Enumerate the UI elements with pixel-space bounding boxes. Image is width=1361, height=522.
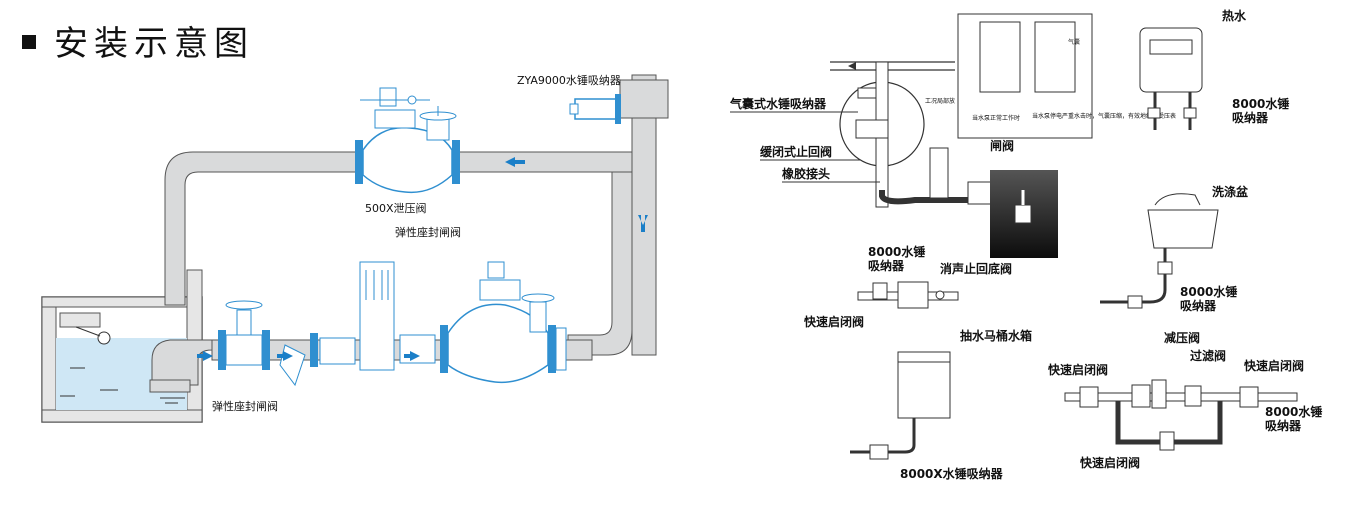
flow-arrows <box>197 157 648 361</box>
label-quick-4: 快速启闭阀 <box>1080 455 1140 470</box>
foot-valve-line <box>857 281 959 309</box>
label-8000-b2: 吸纳器 <box>1232 110 1269 125</box>
label-silent-foot: 消声止回底阀 <box>940 261 1012 276</box>
arrow-right-icon <box>197 351 213 361</box>
label-gate: 闸阀 <box>990 138 1014 153</box>
label-8000-d: 8000水锤 <box>1265 404 1322 419</box>
label-8000-a2: 吸纳器 <box>868 258 905 273</box>
water-heater <box>1139 27 1203 130</box>
label-slow-check: 缓闭式止回阀 <box>760 144 832 159</box>
label-rubber-joint: 橡胶接头 <box>782 166 830 181</box>
label-quick-1: 快速启闭阀 <box>804 314 864 329</box>
relief-valve-500x <box>355 87 460 194</box>
right-system: 当水泵正常工作时 当水泵停电严重水击时，气囊压缩，有效地缓冲受压表 气囊 工况局… <box>729 8 1322 481</box>
label-bladder: 气囊式水锤吸纳器 <box>729 96 827 111</box>
left-system: ZYA9000水锤吸纳器 500X泄压阀 弹性座封闸阀 弹性座封闸阀 <box>41 73 669 423</box>
arrow-right-icon-3 <box>404 351 420 361</box>
label-zya9000: ZYA9000水锤吸纳器 <box>517 73 621 87</box>
inset-note-2: 当水泵停电严重水击时，气囊压缩，有效地缓冲受压表 <box>1032 112 1176 120</box>
bottom-valves <box>218 261 567 387</box>
label-pressure-reducing: 减压阀 <box>1164 330 1200 345</box>
label-8000-a: 8000水锤 <box>868 244 925 259</box>
label-toilet-tank: 抽水马桶水箱 <box>960 328 1032 343</box>
label-500x: 500X泄压阀 <box>365 201 427 215</box>
pressure-line <box>1064 379 1298 451</box>
inset-note-1: 当水泵正常工作时 <box>972 114 1020 122</box>
title-bullet <box>22 34 36 49</box>
label-8000x: 8000X水锤吸纳器 <box>900 466 1004 481</box>
label-quick-3: 快速启闭阀 <box>1244 358 1304 373</box>
label-working: 工况局部放 <box>925 97 955 105</box>
pump-assembly <box>830 61 1058 258</box>
arrow-right-icon-2 <box>277 351 293 361</box>
inset-box: 当水泵正常工作时 当水泵停电严重水击时，气囊压缩，有效地缓冲受压表 气囊 <box>957 13 1176 139</box>
arrow-up-icon <box>638 215 648 232</box>
label-8000-b: 8000水锤 <box>1232 96 1289 111</box>
label-gate-top: 弹性座封闸阀 <box>395 225 461 239</box>
label-hot-water: 热水 <box>1222 8 1247 23</box>
sink <box>1100 193 1219 309</box>
label-8000-d2: 吸纳器 <box>1265 418 1302 433</box>
label-8000-c: 8000水锤 <box>1180 284 1237 299</box>
zya9000-absorber <box>569 94 621 124</box>
label-quick-2: 快速启闭阀 <box>1048 362 1108 377</box>
arrow-left-icon <box>505 157 525 167</box>
title-text: 安装示意图 <box>54 24 254 64</box>
label-sink: 洗涤盆 <box>1212 184 1249 199</box>
page-title: 安装示意图 <box>22 16 254 65</box>
label-gate-bottom: 弹性座封闸阀 <box>212 399 278 413</box>
label-8000-c2: 吸纳器 <box>1180 298 1217 313</box>
inset-arrow-label: 气囊 <box>1068 38 1080 46</box>
toilet-tank <box>850 351 951 460</box>
label-filter: 过滤阀 <box>1190 348 1226 363</box>
